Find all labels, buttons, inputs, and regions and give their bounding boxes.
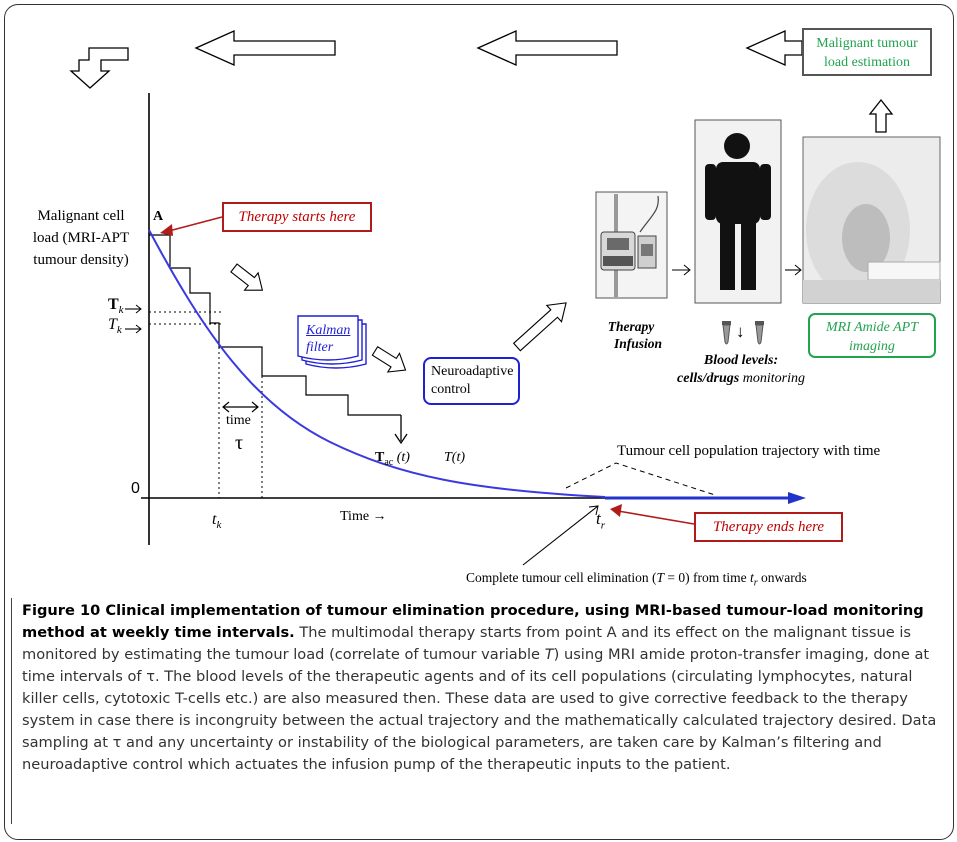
tk-italic-main: T (108, 316, 117, 333)
time-label: time (226, 413, 251, 428)
diagram-canvas (69, 29, 941, 566)
t-k-main: t (212, 511, 217, 528)
blood-levels-line2: cells/drugs monitoring (666, 370, 816, 388)
tau-arrow-left-head (222, 401, 230, 413)
t-r-main: t (596, 509, 601, 528)
t-ac-label: Tac (t) (375, 450, 410, 468)
tk-bold-sub: k (118, 304, 124, 317)
figure-caption: Figure 10 Clinical implementation of tum… (22, 600, 942, 776)
kalman-line1: Kalman (306, 323, 351, 338)
caption-title: Figure 10 Clinical implementation of tum… (22, 602, 924, 641)
blood-levels-rest: monitoring (739, 371, 805, 386)
figure-frame (4, 4, 954, 840)
feedback-arrow-middle (476, 29, 618, 67)
t-r-sub: r (600, 519, 606, 532)
blood-levels-bold: cells/drugs (677, 371, 740, 386)
flow-arrow-2 (371, 346, 407, 373)
feedback-arrow-right (745, 29, 803, 67)
elimination-note-t-var: T (656, 570, 664, 585)
caption-body: The multimodal therapy starts from point… (22, 624, 936, 773)
point-a-label: A (153, 209, 164, 224)
kalman-filter-label: Kalman filter (306, 322, 350, 356)
flow-arrow-person-mri-head (794, 264, 802, 276)
malignant-load-line: load (MRI-APT (32, 230, 130, 246)
tumour-load-line: Malignant tumour (816, 36, 918, 51)
mri-imaging-box: MRI Amide APT imaging (808, 313, 936, 358)
zero-label: 0 (131, 480, 140, 497)
tumour-load-estimation-box: Malignant tumour load estimation (802, 28, 932, 76)
neuroadaptive-line: control (431, 382, 471, 397)
trajectory-label: Tumour cell population trajectory with t… (617, 443, 881, 459)
mri-scanner-image (802, 136, 941, 304)
elimination-note-pre: Complete tumour cell elimination ( (466, 570, 657, 585)
mri-imaging-line: MRI Amide APT (825, 320, 919, 335)
staircase-trajectory (149, 234, 401, 416)
bent-down-arrow (69, 47, 129, 89)
tk-italic-arrowhead (135, 324, 142, 334)
tumour-load-line: load estimation (824, 55, 910, 70)
blood-tube-icon-left (722, 321, 731, 345)
elimination-pointer-head (588, 505, 599, 516)
elimination-note: Complete tumour cell elimination (T = 0)… (466, 570, 807, 589)
kalman-filter-icon (297, 315, 367, 369)
x-axis-arrowhead (788, 492, 806, 504)
therapy-end-pointer-head (610, 504, 622, 517)
blood-down-arrow: ↓ (736, 322, 745, 341)
caption-body-t-var: T (544, 646, 554, 663)
elimination-note-mid: = 0) from time (663, 570, 750, 585)
therapy-ends-label: Therapy ends here (712, 519, 825, 535)
up-arrow (868, 98, 894, 133)
mri-imaging-line: imaging (849, 339, 895, 354)
t-k-label: tk (212, 511, 221, 531)
malignant-load-label: Malignant cell load (MRI-APT tumour dens… (16, 205, 146, 271)
tau-arrow-right-head (251, 401, 259, 413)
blood-tube-icon-right (755, 321, 764, 345)
t-ac-sub: ac (384, 456, 394, 468)
therapy-infusion-line: Therapy (607, 319, 655, 334)
therapy-start-pointer (164, 216, 223, 233)
elimination-note-post: onwards (757, 570, 807, 585)
therapy-starts-box: Therapy starts here (222, 202, 372, 232)
trajectory-dashed (565, 462, 716, 496)
kalman-line2: filter (306, 340, 334, 355)
elimination-pointer (522, 505, 599, 566)
flow-arrow-1 (230, 263, 264, 291)
t-r-label: tr (596, 509, 605, 531)
caption-rule (11, 598, 12, 824)
tk-italic-sub: k (116, 324, 122, 337)
caption-body-1: The multimodal therapy starts from point… (22, 624, 911, 663)
feedback-arrow-left (194, 29, 336, 67)
decay-curve (148, 229, 606, 498)
tk-italic-label: Tk (108, 316, 122, 336)
infusion-pump-image (595, 191, 668, 299)
patient-figure-image (694, 119, 782, 304)
time-axis-label: Time → (340, 509, 387, 524)
t-k-sub: k (216, 519, 222, 532)
elimination-note-sub: r (753, 577, 758, 589)
t-ac-arg: (t) (396, 450, 410, 465)
blood-levels-label: Blood levels: cells/drugs monitoring (666, 352, 816, 388)
tk-bold-label: Tk (108, 296, 124, 316)
tk-bold-arrowhead (135, 304, 142, 314)
neuroadaptive-line: Neuroadaptive (431, 364, 514, 379)
t-of-t-label: T(t) (444, 450, 465, 465)
flow-arrow-pump-person-head (683, 264, 691, 276)
therapy-end-pointer (617, 510, 695, 525)
malignant-load-line: Malignant cell (37, 208, 125, 224)
elimination-note-time: t (749, 570, 754, 585)
therapy-start-pointer-head (160, 224, 173, 236)
therapy-starts-label: Therapy starts here (238, 209, 356, 225)
tau-label: τ (235, 432, 244, 454)
therapy-infusion-line: Infusion (613, 336, 663, 351)
dip-arrowhead (394, 433, 408, 445)
therapy-ends-box: Therapy ends here (694, 512, 843, 542)
tk-bold-main: T (108, 296, 119, 313)
neuroadaptive-control-box: Neuroadaptive control (423, 357, 520, 405)
blood-levels-line1: Blood levels: (703, 353, 779, 368)
caption-body-2: ) using MRI amide proton-transfer imagin… (22, 646, 937, 773)
malignant-load-line: tumour density) (33, 252, 129, 268)
therapy-infusion-label: Therapy Infusion (598, 318, 664, 352)
flow-arrow-3 (512, 302, 567, 352)
t-ac-main: T (375, 450, 385, 465)
